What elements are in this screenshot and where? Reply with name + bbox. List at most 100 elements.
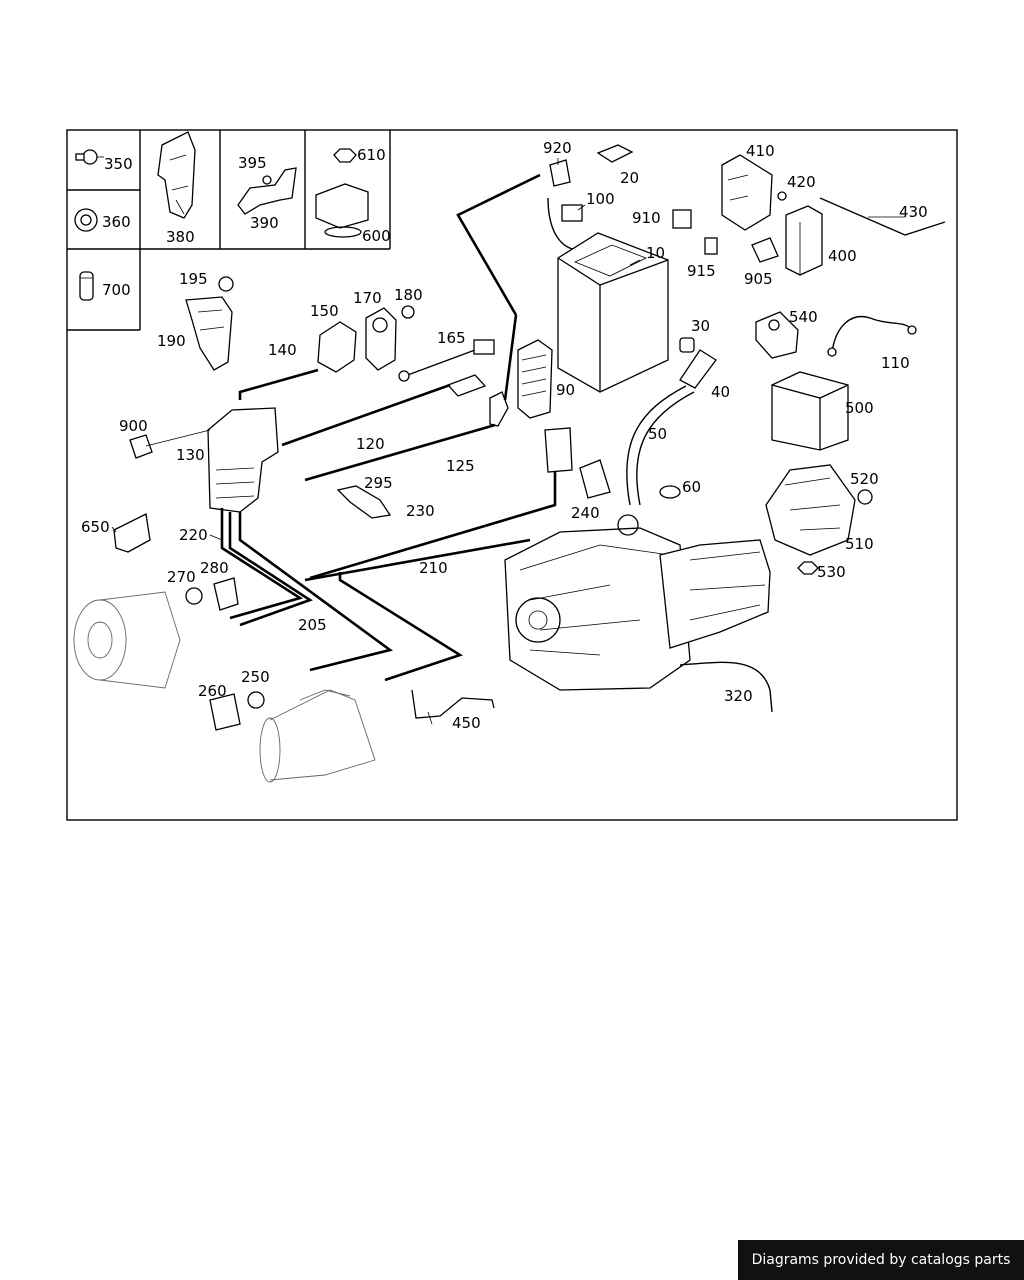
- harness-430: [819, 197, 946, 236]
- callout-10: 10: [646, 244, 665, 262]
- relay-910-icon: [672, 209, 692, 229]
- battery-10-icon: [557, 232, 669, 393]
- callout-165: 165: [437, 329, 466, 347]
- diagram-frame: [66, 129, 958, 821]
- callout-390: 390: [250, 214, 279, 232]
- callout-90: 90: [556, 381, 575, 399]
- harness-230: [309, 472, 557, 580]
- bracket-650-icon: [113, 513, 151, 553]
- bracket-190-icon: [185, 296, 233, 371]
- washer-360-icon: [74, 208, 98, 232]
- callout-900: 900: [119, 417, 148, 435]
- nut-270-icon: [185, 587, 203, 605]
- callout-360: 360: [102, 213, 131, 231]
- alternator-icon: [73, 591, 181, 689]
- callout-120: 120: [356, 435, 385, 453]
- callout-520: 520: [850, 470, 879, 488]
- harness-220: [220, 508, 313, 627]
- bracket-390-icon: [237, 167, 297, 215]
- connector-900-icon: [129, 434, 153, 459]
- callout-380: 380: [166, 228, 195, 246]
- fuse-240-icon: [544, 427, 611, 499]
- starter-icon: [259, 689, 376, 783]
- fuse-carrier-130-icon: [207, 407, 279, 513]
- callout-180: 180: [394, 286, 423, 304]
- callout-50: 50: [648, 425, 667, 443]
- fuse-box-90-icon: [517, 339, 553, 419]
- callout-20: 20: [620, 169, 639, 187]
- harness-main: [456, 173, 541, 401]
- harness-210: [304, 538, 531, 682]
- callout-540: 540: [789, 308, 818, 326]
- hose-40-icon: [679, 349, 717, 389]
- callout-510: 510: [845, 535, 874, 553]
- callout-260: 260: [198, 682, 227, 700]
- cap-540-icon: [755, 311, 799, 359]
- cap-260-icon: [209, 693, 241, 731]
- cover-410-icon: [721, 154, 773, 231]
- callout-195: 195: [179, 270, 208, 288]
- legend-grid: [67, 130, 391, 331]
- grommet-60-icon: [659, 485, 681, 499]
- cable-110-icon: [827, 315, 917, 357]
- hose-50-icon: [626, 385, 695, 506]
- callout-190: 190: [157, 332, 186, 350]
- harness-205: [238, 512, 394, 672]
- terminal-30-icon: [679, 337, 695, 353]
- bracket-450-icon: [411, 689, 495, 725]
- clip-295-icon: [336, 485, 392, 519]
- callout-30: 30: [691, 317, 710, 335]
- callout-40: 40: [711, 383, 730, 401]
- screw-420-icon: [777, 191, 787, 201]
- callout-530: 530: [817, 563, 846, 581]
- callout-500: 500: [845, 399, 874, 417]
- callout-905: 905: [744, 270, 773, 288]
- nut-180-icon: [401, 305, 415, 319]
- terminal-cap-icon: [446, 374, 509, 427]
- callout-450: 450: [452, 714, 481, 732]
- callout-250: 250: [241, 668, 270, 686]
- callout-610: 610: [357, 146, 386, 164]
- tray-510-icon: [765, 464, 856, 556]
- callout-110: 110: [881, 354, 910, 372]
- harness-125: [304, 423, 496, 482]
- module-400-icon: [785, 205, 823, 276]
- terminal-100-icon: [547, 197, 583, 251]
- callout-220: 220: [179, 526, 208, 544]
- nut-195-icon: [218, 276, 234, 292]
- callout-400: 400: [828, 247, 857, 265]
- callout-650: 650: [81, 518, 110, 536]
- callout-170: 170: [353, 289, 382, 307]
- nut-530-icon: [797, 561, 819, 575]
- nut-250-icon: [247, 691, 265, 709]
- engine-transmission-icon: [504, 514, 771, 691]
- callout-350: 350: [104, 155, 133, 173]
- nut-520-icon: [857, 489, 873, 505]
- harness-120: [281, 383, 451, 447]
- label-plate-920-icon: [549, 159, 571, 187]
- cap-280-icon: [213, 577, 239, 611]
- pad-20-icon: [596, 144, 634, 163]
- callout-210: 210: [419, 559, 448, 577]
- callout-395: 395: [238, 154, 267, 172]
- screw-350-icon: [75, 149, 104, 165]
- callout-915: 915: [687, 262, 716, 280]
- relay-170-icon: [365, 307, 397, 371]
- bracket-600-icon: [315, 183, 369, 238]
- callout-320: 320: [724, 687, 753, 705]
- callouts: 350 360 700 380 395 390 610 600 920 20 1…: [81, 139, 928, 732]
- callout-240: 240: [571, 504, 600, 522]
- callout-270: 270: [167, 568, 196, 586]
- callout-410: 410: [746, 142, 775, 160]
- nut-610-icon: [333, 148, 357, 163]
- callout-430: 430: [899, 203, 928, 221]
- callout-700: 700: [102, 281, 131, 299]
- relay-150-icon: [317, 321, 357, 373]
- callout-600: 600: [362, 227, 391, 245]
- callout-140: 140: [268, 341, 297, 359]
- cable-320-icon: [679, 661, 773, 713]
- battery-500-icon: [771, 371, 849, 451]
- callout-910: 910: [632, 209, 661, 227]
- callout-920: 920: [543, 139, 572, 157]
